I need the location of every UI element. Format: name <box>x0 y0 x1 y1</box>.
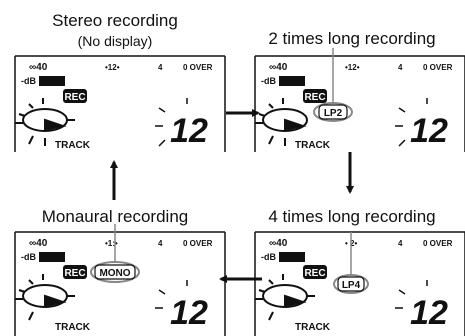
svg-text:12: 12 <box>410 112 448 150</box>
mono-highlight <box>90 261 140 283</box>
lp2-highlight <box>313 102 353 122</box>
track-number: 12 <box>395 98 448 150</box>
level-bar <box>279 252 305 262</box>
meter-scale-4: 4 <box>158 239 163 248</box>
db-label: -dB <box>21 252 36 262</box>
meter-scale-mid: •12• <box>105 63 120 72</box>
rec-indicator-bg <box>303 89 327 103</box>
meter-scale-over: 0 OVER <box>423 63 453 72</box>
disc-icon <box>15 98 75 146</box>
caption-stereo: Stereo recording <box>52 11 178 30</box>
rec-indicator: REC <box>304 268 325 279</box>
track-label: TRACK <box>295 140 331 151</box>
level-bar <box>39 252 65 262</box>
level-bar <box>39 76 65 86</box>
meter-scale-mid: •12• <box>345 63 360 72</box>
lcd-panel-stereo: ∞40 •12• 4 0 OVER -dB REC TRACK 12 <box>14 55 226 152</box>
lp4-highlight <box>333 274 369 294</box>
meter-scale-mid: •1:• <box>105 239 118 248</box>
meter-scale-4: 4 <box>398 63 403 72</box>
rec-indicator: REC <box>64 92 85 103</box>
meter-scale-over: 0 OVER <box>423 239 453 248</box>
svg-text:12: 12 <box>410 294 448 332</box>
mono-badge <box>94 264 136 280</box>
rec-indicator: REC <box>64 268 85 279</box>
meter-scale-over: 0 OVER <box>183 63 213 72</box>
caption-stereo-sub: (No display) <box>78 33 153 49</box>
lcd-panel-lp2: ∞40 •12• 4 0 OVER -dB REC LP2 TRACK 12 <box>254 48 465 152</box>
caption-mono: Monaural recording <box>42 207 188 226</box>
rec-indicator-bg <box>63 89 87 103</box>
disc-icon <box>15 274 75 321</box>
db-label: -dB <box>261 76 276 86</box>
svg-text:12: 12 <box>170 112 208 150</box>
rec-indicator: REC <box>304 92 325 103</box>
lp2-badge <box>318 104 348 120</box>
meter-scale-left: ∞40 <box>269 62 288 73</box>
track-label: TRACK <box>55 140 91 151</box>
mono-label: MONO <box>99 268 130 279</box>
lp2-label: LP2 <box>324 108 343 119</box>
level-bar <box>279 76 305 86</box>
track-label: TRACK <box>295 322 331 333</box>
meter-scale-left: ∞40 <box>269 238 288 249</box>
meter-scale-4: 4 <box>398 239 403 248</box>
meter-scale-4: 4 <box>158 63 163 72</box>
meter-scale-left: ∞40 <box>29 62 48 73</box>
lp4-badge <box>337 276 365 292</box>
track-number: 12 <box>155 98 208 150</box>
rec-indicator-bg <box>63 265 87 279</box>
track-number: 12 <box>395 280 448 332</box>
db-label: -dB <box>261 252 276 262</box>
lcd-panel-lp4: ∞40 • 2• 4 0 OVER -dB REC LP4 TRACK 12 <box>254 231 465 336</box>
meter-scale-over: 0 OVER <box>183 239 213 248</box>
disc-icon <box>255 274 315 321</box>
disc-icon <box>255 98 308 146</box>
caption-lp2: 2 times long recording <box>268 29 435 48</box>
db-label: -dB <box>21 76 36 86</box>
svg-text:12: 12 <box>170 294 208 332</box>
rec-indicator-bg <box>303 265 327 279</box>
lp4-label: LP4 <box>342 280 361 291</box>
track-label: TRACK <box>55 322 91 333</box>
lcd-panel-mono: ∞40 •1:• 4 0 OVER -dB REC MONO TRACK 12 <box>14 224 226 336</box>
track-number: 12 <box>155 280 208 332</box>
meter-scale-left: ∞40 <box>29 238 48 249</box>
caption-lp4: 4 times long recording <box>268 207 435 226</box>
